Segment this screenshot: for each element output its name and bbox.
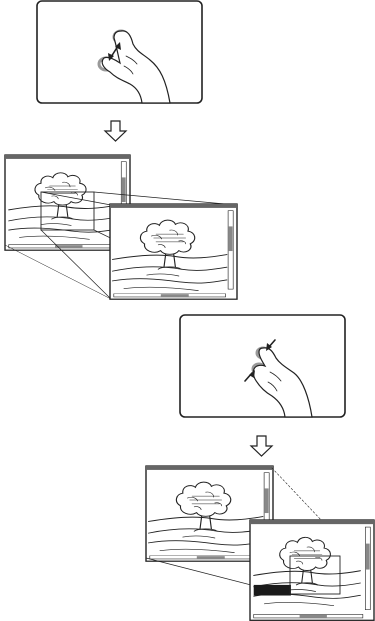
- zoom-out-result-panel: [145, 465, 375, 621]
- zoomed-out-window: [249, 519, 375, 621]
- down-arrow-icon-2: [249, 435, 274, 457]
- pinch-out-hand-icon: [97, 29, 171, 104]
- zoom-out-selection-box: [289, 555, 341, 595]
- down-arrow-icon: [103, 120, 128, 142]
- zoomed-window: [109, 203, 238, 300]
- pinch-out-gesture-panel: [36, 0, 203, 104]
- pinch-in-hand-icon: [244, 339, 313, 418]
- zoom-selection-box: [40, 191, 95, 231]
- zoom-in-result-panel: [4, 154, 238, 300]
- pinch-in-gesture-panel: [179, 314, 346, 418]
